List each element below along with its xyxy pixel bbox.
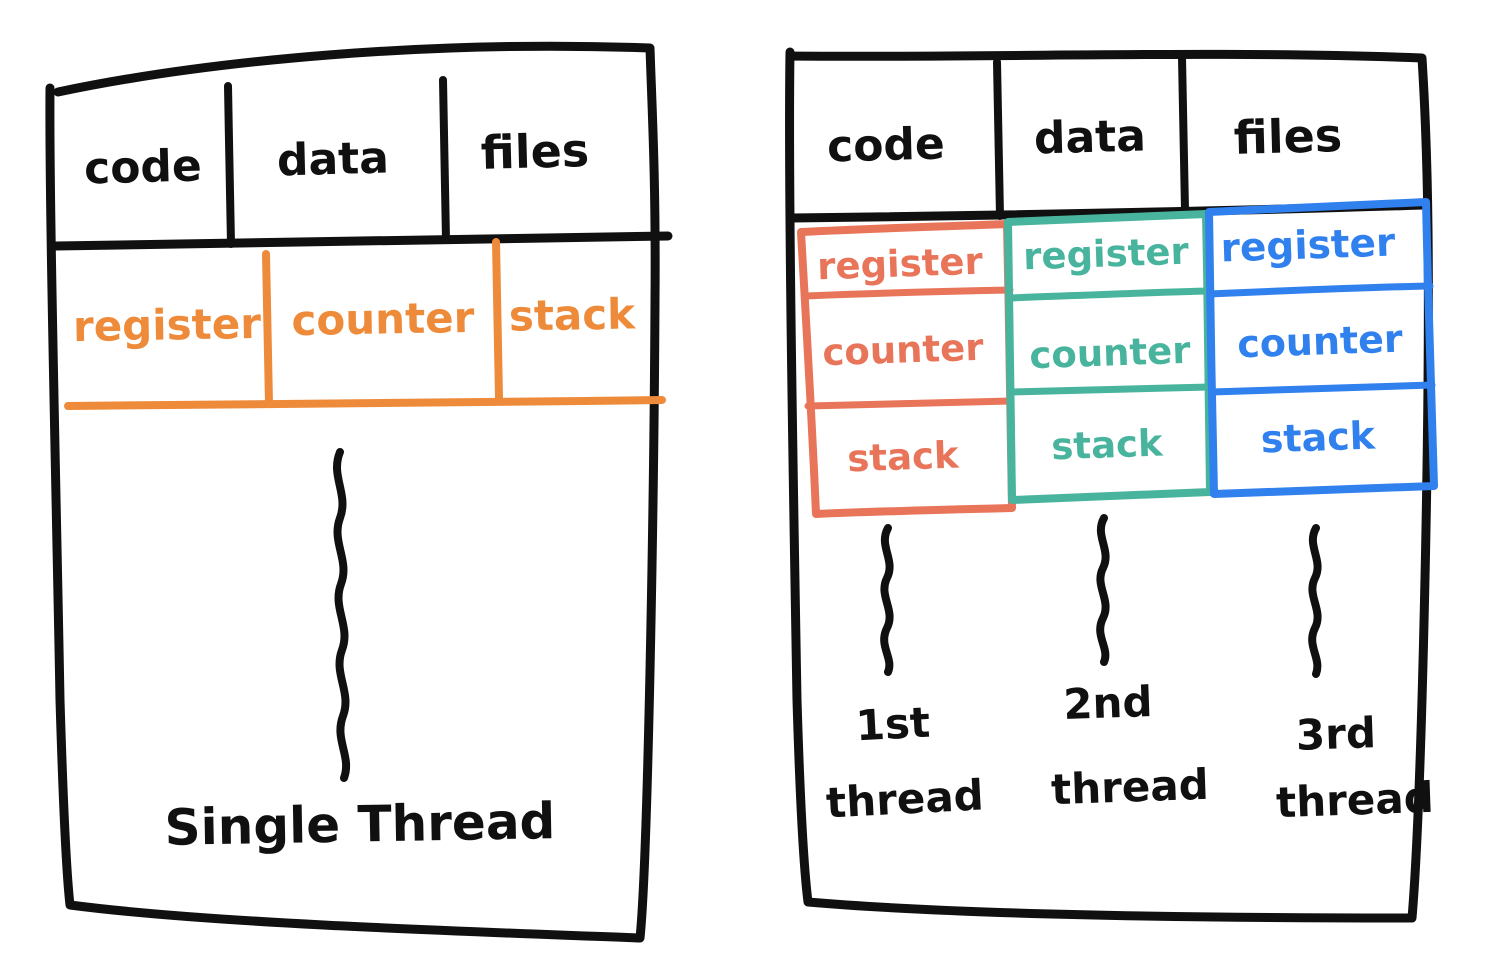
thread-cell-label-counter: counter [822, 326, 985, 375]
thread-cell-label-counter: counter [291, 293, 475, 345]
multi-threaded-process-panel: code data files register counter stack 1… [785, 47, 1438, 923]
thread-cell-label-register: register [1220, 220, 1397, 271]
thread-caption-line2: thread [1275, 773, 1434, 827]
thread-cell-divider-1 [801, 286, 1014, 300]
thread-caption-line1: 2nd [1062, 677, 1153, 729]
thread-row-divider-1 [262, 250, 273, 408]
thread-cell-divider-2 [1006, 383, 1214, 396]
shared-cell-label-code: code [83, 140, 202, 194]
single-threaded-process-panel: code data files register counter stack S… [45, 41, 673, 943]
thread-cell-label-stack: stack [1051, 422, 1165, 469]
thread-squiggle-icon [880, 524, 894, 676]
thread-cell-divider-2 [1208, 381, 1436, 396]
shared-cell-label-code: code [826, 118, 945, 172]
shared-cell-divider-2 [439, 76, 450, 244]
shared-cell-divider-1 [224, 82, 235, 248]
thread-cell-label-stack: stack [1260, 413, 1376, 461]
thread-squiggle-icon [1096, 514, 1110, 666]
thread-cell-label-register: register [73, 299, 262, 351]
thread-row-bottom-rule [64, 396, 666, 410]
thread-cell-label-counter: counter [1029, 329, 1192, 378]
thread-caption-line2: thread [825, 770, 985, 827]
thread-squiggle-icon [333, 448, 351, 782]
single-thread-caption: Single Thread [164, 792, 556, 857]
thread-cell-divider-2 [804, 397, 1015, 410]
thread-cell-label-stack: stack [847, 434, 961, 481]
shared-cell-label-files: files [1233, 108, 1343, 165]
thread-block-3: register counter stack 3rd thread [1205, 198, 1438, 827]
shared-cell-label-data: data [276, 133, 389, 187]
thread-block-outline [797, 220, 1016, 518]
thread-caption-line1: 1st [854, 698, 931, 751]
thread-cell-label-stack: stack [508, 289, 636, 340]
thread-row-divider-2 [492, 238, 503, 402]
shared-cell-label-files: files [480, 123, 590, 180]
thread-cell-label-register: register [816, 240, 984, 289]
process-box-outline [45, 41, 660, 943]
shared-cell-divider-2 [1178, 54, 1189, 214]
thread-cell-label-register: register [1022, 230, 1190, 279]
thread-cell-divider-1 [1206, 282, 1434, 298]
thread-cell-divider-1 [1005, 287, 1213, 302]
thread-caption-line1: 3rd [1295, 708, 1377, 760]
thread-caption-line2: thread [1050, 760, 1209, 814]
shared-cell-label-data: data [1033, 111, 1146, 165]
thread-squiggle-icon [1308, 524, 1322, 678]
thread-cell-label-counter: counter [1236, 317, 1403, 367]
shared-cell-divider-1 [993, 58, 1004, 220]
shared-row-divider [51, 231, 673, 251]
thread-block-1: register counter stack 1st thread [797, 220, 1016, 828]
thread-block-2: register counter stack 2nd thread [1004, 210, 1214, 814]
process-box-outline [785, 47, 1433, 923]
